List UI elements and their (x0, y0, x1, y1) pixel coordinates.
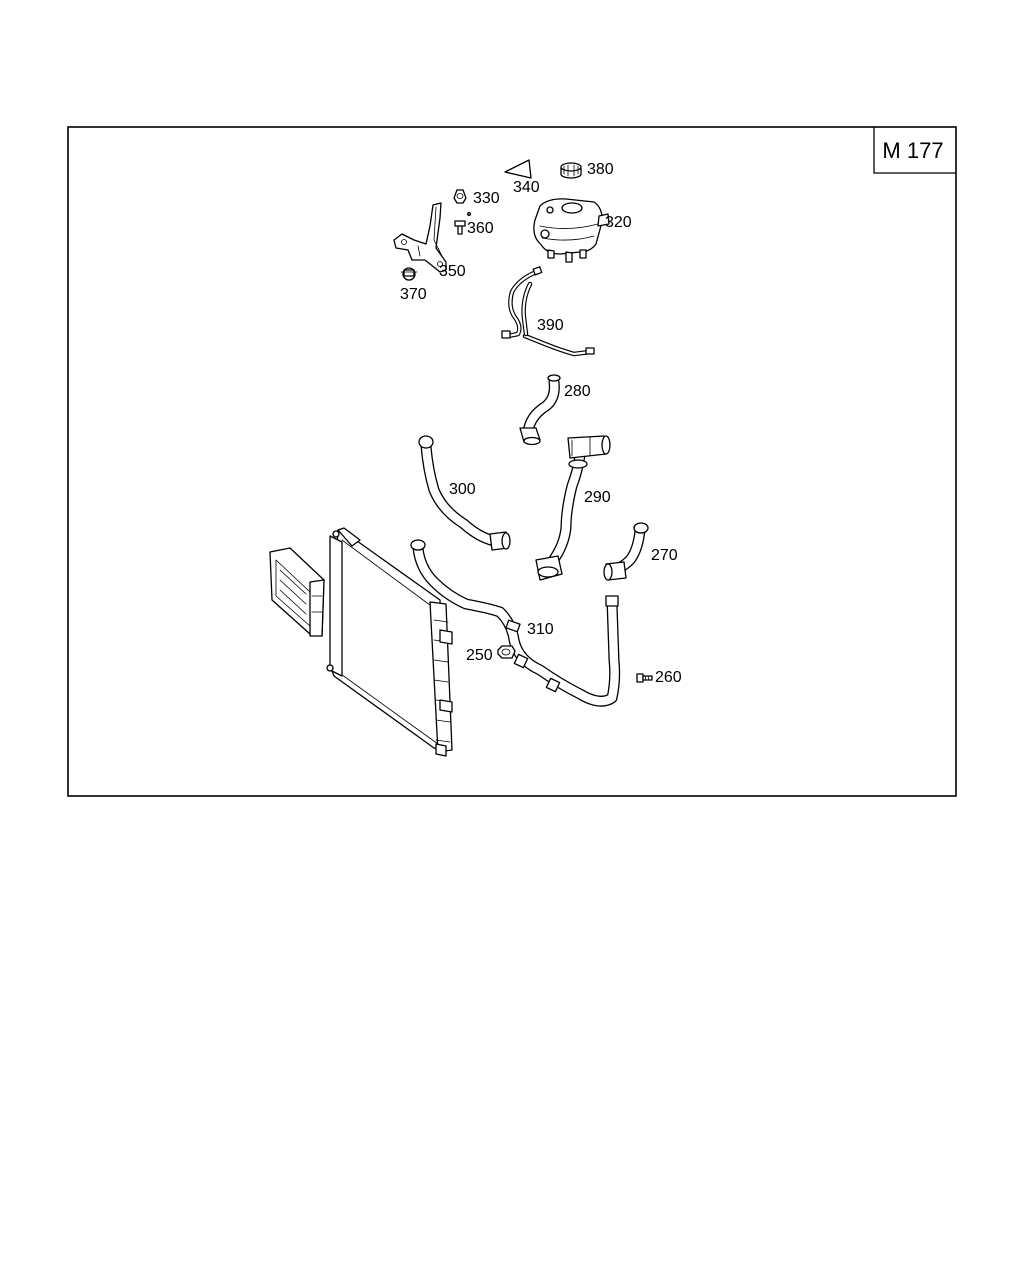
part-number-label: 360 (467, 220, 494, 237)
radiator (326, 527, 453, 757)
hose-icon[interactable] (418, 435, 511, 551)
bracket-icon[interactable] (393, 202, 447, 273)
vent-line-icon[interactable] (501, 266, 595, 357)
part-number-label: 370 (400, 286, 427, 303)
hose-icon[interactable] (603, 522, 649, 581)
part-number-label: 390 (537, 317, 564, 334)
part-number-label: 290 (584, 489, 611, 506)
expansion-tank-icon[interactable] (533, 198, 610, 263)
part-number-label: 250 (466, 647, 493, 664)
part-number-label: 320 (605, 214, 632, 231)
engine-code-box: M 177 (873, 127, 956, 174)
engine-code: M 177 (882, 138, 943, 163)
nut-icon[interactable] (497, 645, 516, 659)
part-number-label: 280 (564, 383, 591, 400)
diagram-frame (67, 126, 957, 797)
hose-icon[interactable] (535, 435, 611, 581)
part-number-label: 310 (527, 621, 554, 638)
cap-icon[interactable] (560, 162, 582, 179)
auxiliary-cooler (269, 547, 325, 637)
hose-icon[interactable] (519, 374, 561, 446)
bolt-icon[interactable] (454, 212, 471, 235)
part-number-label: 330 (473, 190, 500, 207)
part-number-label: 260 (655, 669, 682, 686)
part-number-label: 340 (513, 179, 540, 196)
part-number-label: 380 (587, 161, 614, 178)
part-number-label: 300 (449, 481, 476, 498)
part-number-label: 350 (439, 263, 466, 280)
nut-icon[interactable] (453, 189, 467, 204)
warning-label-icon[interactable] (504, 159, 532, 179)
fastener-icon[interactable] (400, 267, 418, 281)
pipe-icon[interactable] (410, 539, 621, 707)
bolt-icon[interactable] (636, 673, 653, 683)
part-number-label: 270 (651, 547, 678, 564)
